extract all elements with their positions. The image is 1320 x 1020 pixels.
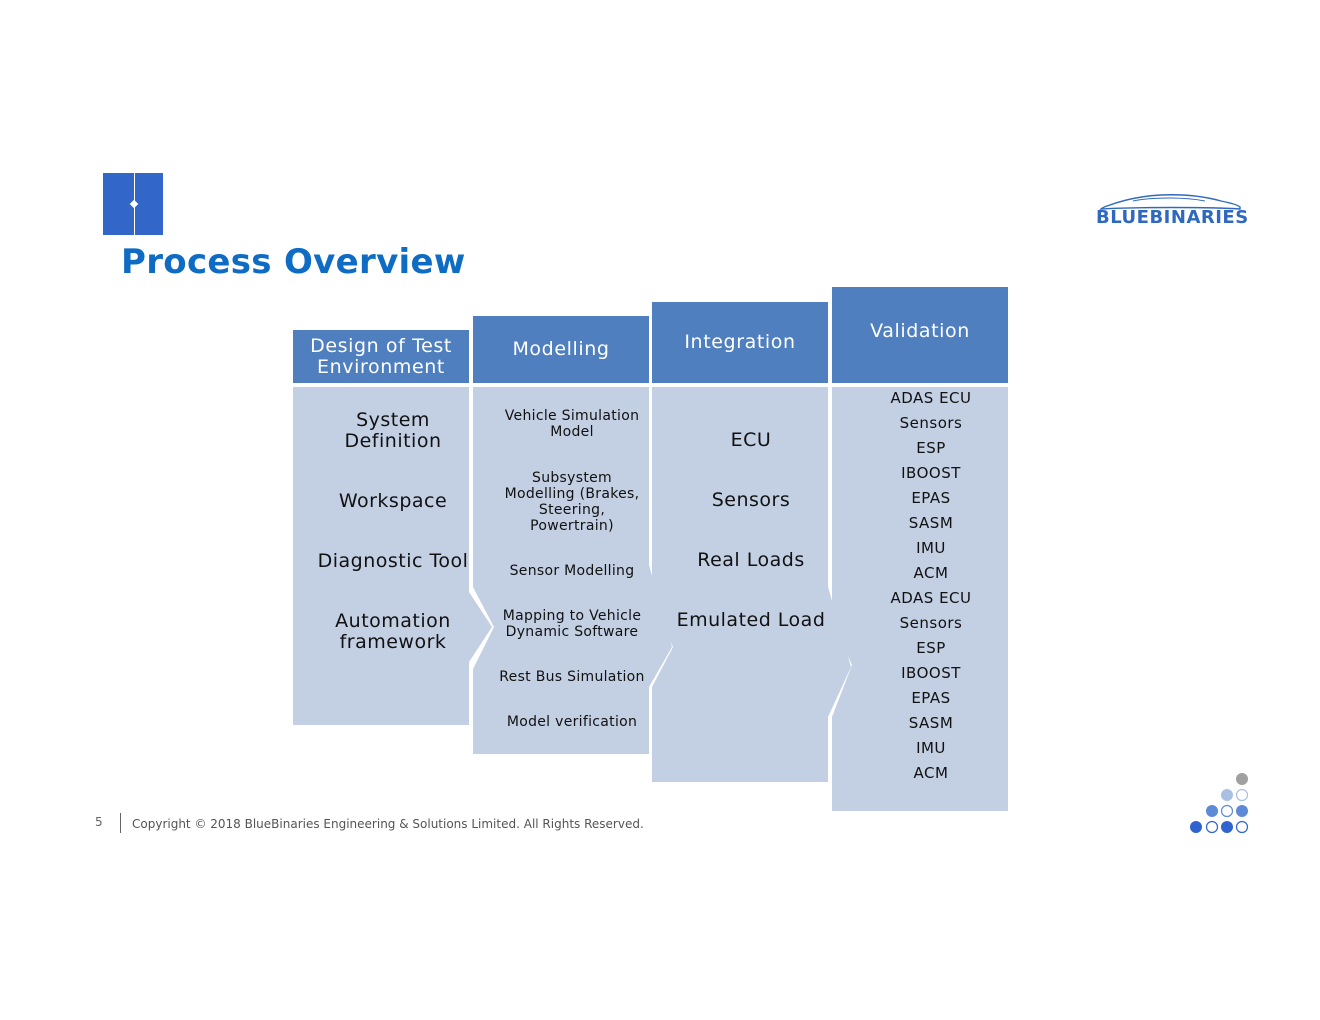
list-item: Mapping to Vehicle Dynamic Software bbox=[502, 608, 642, 640]
list-item: Emulated Load bbox=[676, 609, 826, 631]
car-logo-icon bbox=[1099, 194, 1241, 210]
list-item: Subsystem Modelling (Brakes, Steering, P… bbox=[504, 470, 640, 534]
list-item: Model verification bbox=[506, 714, 638, 730]
logo-text: BLUEBINARIES bbox=[1096, 207, 1249, 228]
list-item: SASM bbox=[908, 714, 954, 732]
copyright-text: Copyright © 2018 BlueBinaries Engineerin… bbox=[132, 817, 644, 831]
column-chevron-shape bbox=[293, 387, 492, 725]
column-body-design: System Definition Workspace Diagnostic T… bbox=[293, 387, 498, 727]
list-item: SASM bbox=[908, 514, 954, 532]
list-item: IBOOST bbox=[901, 464, 961, 482]
list-item: IMU bbox=[916, 739, 946, 757]
list-item: IBOOST bbox=[901, 664, 961, 682]
list-item: System Definition bbox=[344, 409, 442, 452]
list-item: EPAS bbox=[911, 489, 951, 507]
list-item: Rest Bus Simulation bbox=[499, 669, 645, 685]
list-item: ACM bbox=[913, 764, 949, 782]
column-chevron-shape bbox=[832, 387, 1008, 811]
list-item: ADAS ECU bbox=[890, 389, 972, 407]
list-item: ADAS ECU bbox=[890, 589, 972, 607]
list-item: IMU bbox=[916, 539, 946, 557]
list-item: Diagnostic Tool bbox=[317, 550, 469, 572]
column-body-modelling: Vehicle Simulation Model Subsystem Model… bbox=[473, 387, 678, 755]
page-title: Process Overview bbox=[121, 242, 466, 282]
list-item: Vehicle Simulation Model bbox=[504, 408, 640, 440]
column-header-validation: Validation bbox=[832, 287, 1008, 383]
list-item: Real Loads bbox=[697, 549, 805, 571]
column-header-integration: Integration bbox=[652, 302, 828, 383]
column-header-label: Design of Test Environment bbox=[310, 334, 452, 378]
list-item: Workspace bbox=[338, 490, 448, 512]
column-header-design: Design of Test Environment bbox=[293, 330, 469, 383]
title-accent-icon bbox=[103, 173, 163, 235]
list-item: EPAS bbox=[911, 689, 951, 707]
dots-logo-icon bbox=[1190, 773, 1249, 834]
column-header-label: Integration bbox=[684, 331, 796, 353]
column-chevron-shape bbox=[652, 387, 851, 782]
list-item: ESP bbox=[916, 439, 946, 457]
column-header-label: Modelling bbox=[512, 338, 610, 360]
list-item: Sensors bbox=[899, 414, 963, 432]
column-body-integration: ECU Sensors Real Loads Emulated Load bbox=[652, 387, 857, 783]
list-item: ESP bbox=[916, 639, 946, 657]
list-item: Sensors bbox=[899, 614, 963, 632]
list-item: Sensor Modelling bbox=[509, 563, 635, 579]
list-item: Automation framework bbox=[335, 610, 451, 653]
list-item: ACM bbox=[913, 564, 949, 582]
footer-divider bbox=[120, 813, 121, 833]
column-header-label: Validation bbox=[870, 319, 970, 342]
page-number: 5 bbox=[95, 815, 103, 829]
list-item: Sensors bbox=[711, 489, 791, 511]
column-chevron-shape bbox=[473, 387, 672, 754]
list-item: ECU bbox=[730, 429, 772, 451]
column-header-modelling: Modelling bbox=[473, 316, 649, 383]
